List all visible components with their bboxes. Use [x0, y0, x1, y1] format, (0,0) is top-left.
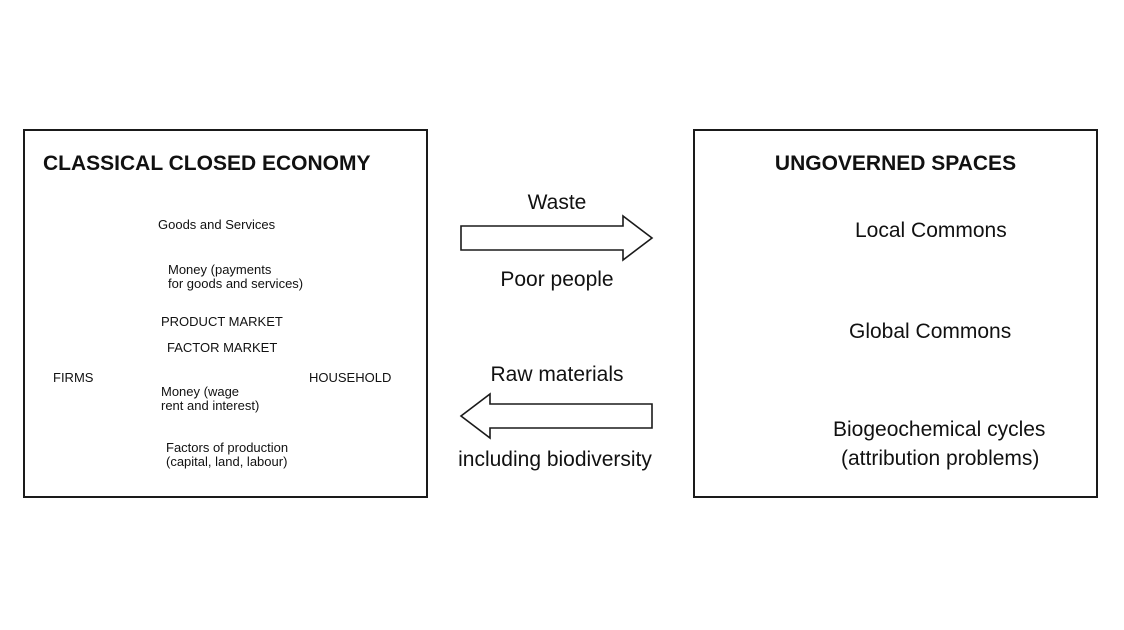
inflow-arrow-left [459, 392, 653, 440]
local-commons-label: Local Commons [855, 219, 1007, 242]
money-wage-label-line2: rent and interest) [161, 398, 260, 413]
product-market-label: PRODUCT MARKET [161, 314, 283, 329]
classical-closed-economy-panel [23, 129, 428, 498]
biogeochemical-cycles-label: Biogeochemical cycles [833, 418, 1046, 441]
factors-label-line1: Factors of production [166, 440, 289, 455]
right-panel-title: UNGOVERNED SPACES [774, 152, 1017, 175]
raw-materials-label: Raw materials [490, 363, 624, 386]
money-payments-label-line2: for goods and services) [168, 276, 304, 291]
firms-label: FIRMS [53, 370, 94, 385]
factors-label-line2: (capital, land, labour) [166, 454, 288, 469]
left-panel-title: CLASSICAL CLOSED ECONOMY [43, 152, 371, 175]
waste-label: Waste [527, 191, 587, 214]
attribution-problems-label: (attribution problems) [841, 447, 1040, 470]
global-commons-label: Global Commons [849, 320, 1012, 343]
money-payments-label-line1: Money (payments [168, 262, 272, 277]
money-wage-label-line1: Money (wage [161, 384, 240, 399]
including-biodiversity-label: including biodiversity [458, 448, 652, 471]
ungoverned-spaces-panel [693, 129, 1098, 498]
household-label: HOUSEHOLD [309, 370, 392, 385]
factor-market-label: FACTOR MARKET [167, 340, 278, 355]
poor-people-label: Poor people [500, 268, 614, 291]
goods-services-label: Goods and Services [158, 217, 276, 232]
outflow-arrow-right [460, 214, 654, 262]
